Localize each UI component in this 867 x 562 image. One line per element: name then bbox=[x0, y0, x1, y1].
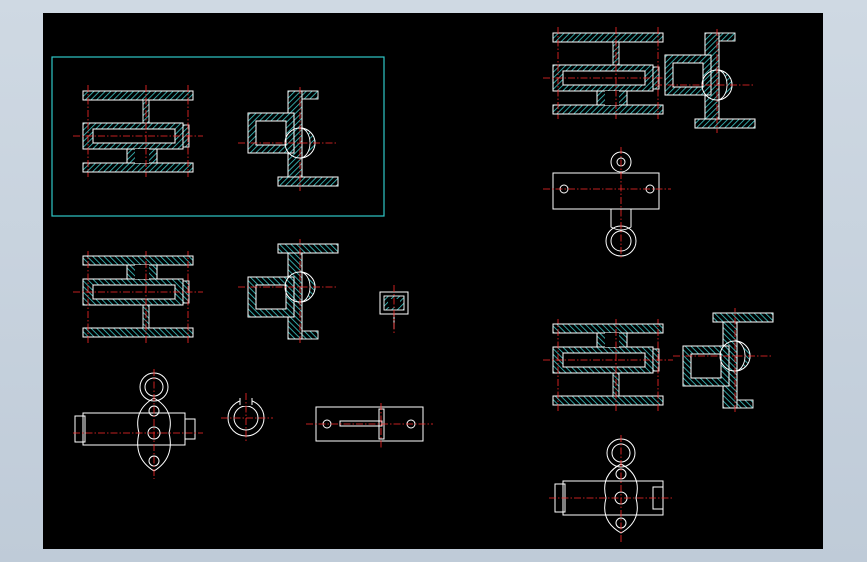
cad-drawing-svg bbox=[51, 26, 774, 543]
top-view-3[interactable] bbox=[549, 435, 673, 543]
front-section-view-2[interactable] bbox=[72, 250, 204, 344]
detail-view-ring[interactable] bbox=[221, 393, 273, 443]
front-section-view-4[interactable] bbox=[542, 318, 674, 412]
top-view-1[interactable] bbox=[73, 369, 203, 479]
side-section-view-1[interactable] bbox=[237, 86, 339, 192]
plate-view[interactable] bbox=[306, 403, 433, 449]
top-view-2[interactable] bbox=[543, 147, 671, 259]
detail-view-key[interactable] bbox=[379, 285, 409, 333]
front-section-view-1[interactable] bbox=[72, 84, 204, 178]
front-section-view-3[interactable] bbox=[542, 26, 674, 120]
side-section-view-3[interactable] bbox=[654, 28, 756, 134]
cad-drawing-canvas[interactable] bbox=[43, 13, 823, 549]
side-section-view-4[interactable] bbox=[672, 307, 774, 413]
selection-frame[interactable] bbox=[51, 56, 385, 217]
side-section-view-2[interactable] bbox=[237, 238, 339, 344]
